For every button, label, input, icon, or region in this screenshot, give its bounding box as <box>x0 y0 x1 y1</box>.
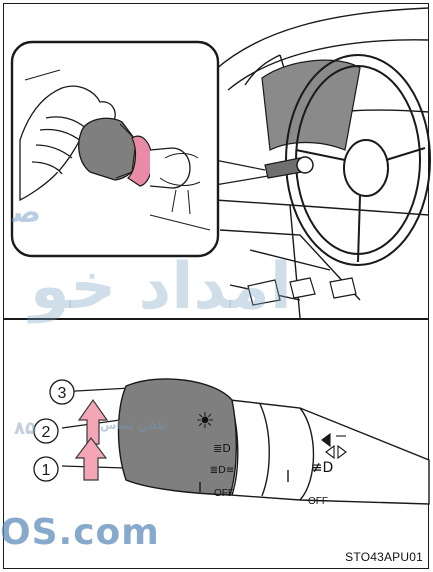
headlight-icon: ≣D <box>213 442 231 455</box>
fog-light-icon: ≢D <box>311 460 334 476</box>
off-label-right: OFF <box>308 496 328 507</box>
position-lamp-icon: ☀ <box>195 409 215 434</box>
auto-light-icon: ≣D≡ <box>210 465 234 476</box>
off-label-left: OFF <box>214 488 234 499</box>
arrow-up-icon <box>76 400 107 480</box>
position-1-label: 1 <box>42 462 51 479</box>
lever-knob <box>119 379 237 495</box>
position-3-label: 3 <box>58 385 67 402</box>
position-2-label: 2 <box>42 424 51 441</box>
image-code: STO43APU01 <box>345 550 423 564</box>
lever-switch-icon <box>119 379 430 504</box>
